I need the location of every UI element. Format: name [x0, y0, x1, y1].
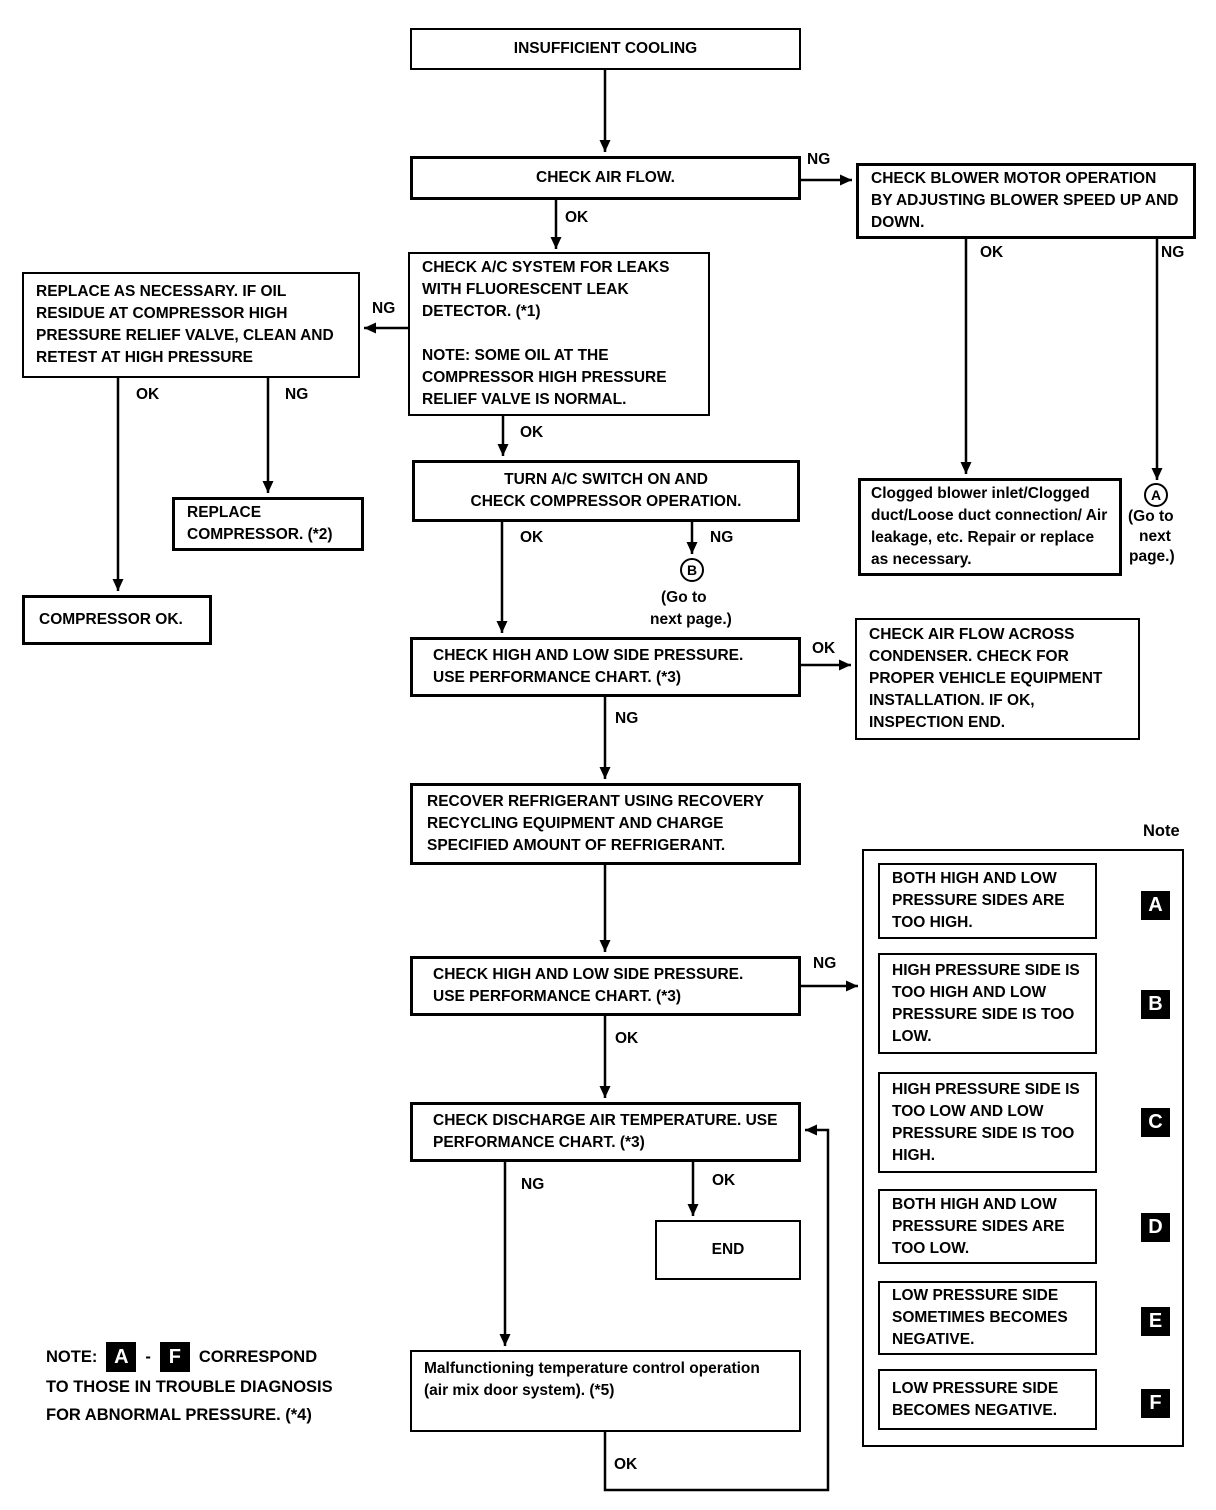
footnote-prefix: NOTE: — [46, 1348, 98, 1366]
ok-label-replace: OK — [136, 386, 160, 403]
check-leaks-note-text: NOTE: SOME OIL AT THE COMPRESSOR HIGH PR… — [422, 347, 667, 408]
ng-label-ac-switch: NG — [710, 529, 734, 546]
turn-ac-switch-box: TURN A/C SWITCH ON AND CHECK COMPRESSOR … — [412, 460, 800, 522]
ok-label-ac-switch: OK — [520, 529, 544, 546]
note-tag-d: D — [1141, 1213, 1170, 1242]
ok-label-discharge: OK — [712, 1172, 736, 1189]
footnote-line1: NOTE: A - F CORRESPOND — [46, 1341, 396, 1373]
offpage-b-goto-line2: next page.) — [650, 611, 732, 628]
note-tag-a: A — [1141, 891, 1170, 920]
offpage-a-goto-line2: next — [1139, 528, 1171, 545]
note-panel-title: Note — [1143, 822, 1180, 840]
malfunctioning-box: Malfunctioning temperature control opera… — [410, 1350, 801, 1432]
footnote-line3: FOR ABNORMAL PRESSURE. (*4) — [46, 1406, 312, 1424]
ng-label-leaks: NG — [372, 300, 396, 317]
note-tag-b: B — [1141, 990, 1170, 1019]
footnote-line1-rest: CORRESPOND — [198, 1348, 318, 1366]
check-pressure-1-box: CHECK HIGH AND LOW SIDE PRESSURE. USE PE… — [410, 637, 801, 697]
offpage-connector-b: B — [680, 558, 704, 582]
check-leaks-box: CHECK A/C SYSTEM FOR LEAKS WITH FLUORESC… — [408, 252, 710, 416]
check-blower-motor-box: CHECK BLOWER MOTOR OPERATION BY ADJUSTIN… — [856, 163, 1196, 239]
note-item-b-box: HIGH PRESSURE SIDE IS TOO HIGH AND LOW P… — [878, 953, 1097, 1054]
footnote-tag-f: F — [159, 1342, 190, 1372]
offpage-b-goto-line1: (Go to — [661, 589, 707, 606]
ok-label-pressure-1: OK — [812, 640, 836, 657]
ng-label-discharge: NG — [521, 1176, 545, 1193]
ng-label-pressure-1: NG — [615, 710, 639, 727]
ng-label-replace: NG — [285, 386, 309, 403]
ok-label-leaks: OK — [520, 424, 544, 441]
offpage-connector-a: A — [1144, 483, 1168, 507]
check-discharge-box: CHECK DISCHARGE AIR TEMPERATURE. USE PER… — [410, 1102, 801, 1162]
note-item-a-box: BOTH HIGH AND LOW PRESSURE SIDES ARE TOO… — [878, 863, 1097, 939]
replace-compressor-box: REPLACE COMPRESSOR. (*2) — [172, 497, 364, 551]
ok-label-malfunctioning: OK — [614, 1456, 638, 1473]
note-item-e-box: LOW PRESSURE SIDE SOMETIMES BECOMES NEGA… — [878, 1281, 1097, 1355]
note-tag-f: F — [1141, 1389, 1170, 1418]
ng-label-blower: NG — [1161, 244, 1185, 261]
end-box: END — [655, 1220, 801, 1280]
note-tag-e: E — [1141, 1307, 1170, 1336]
replace-as-necessary-box: REPLACE AS NECESSARY. IF OIL RESIDUE AT … — [22, 272, 360, 378]
footnote-tag-a: A — [106, 1342, 137, 1372]
recover-refrigerant-box: RECOVER REFRIGERANT USING RECOVERY RECYC… — [410, 783, 801, 865]
offpage-a-goto-line3: page.) — [1129, 548, 1175, 565]
compressor-ok-box: COMPRESSOR OK. — [22, 595, 212, 645]
clogged-blower-box: Clogged blower inlet/Clogged duct/Loose … — [858, 478, 1122, 576]
check-condenser-box: CHECK AIR FLOW ACROSS CONDENSER. CHECK F… — [855, 618, 1140, 740]
ng-label-pressure-2: NG — [813, 955, 837, 972]
ok-label-air-flow: OK — [565, 209, 589, 226]
ok-label-blower: OK — [980, 244, 1004, 261]
note-item-d-box: BOTH HIGH AND LOW PRESSURE SIDES ARE TOO… — [878, 1189, 1097, 1264]
check-air-flow-box: CHECK AIR FLOW. — [410, 156, 801, 200]
ng-label-air-flow: NG — [807, 151, 831, 168]
offpage-a-goto-line1: (Go to — [1128, 508, 1174, 525]
ok-label-pressure-2: OK — [615, 1030, 639, 1047]
footnote-line2: TO THOSE IN TROUBLE DIAGNOSIS — [46, 1378, 333, 1396]
turn-ac-switch-line1: TURN A/C SWITCH ON AND — [504, 471, 708, 488]
check-leaks-text: CHECK A/C SYSTEM FOR LEAKS WITH FLUORESC… — [422, 259, 670, 320]
footnote: NOTE: A - F CORRESPOND TO THOSE IN TROUB… — [46, 1341, 396, 1429]
turn-ac-switch-line2: CHECK COMPRESSOR OPERATION. — [470, 493, 742, 510]
check-pressure-2-box: CHECK HIGH AND LOW SIDE PRESSURE. USE PE… — [410, 956, 801, 1016]
note-item-f-box: LOW PRESSURE SIDE BECOMES NEGATIVE. — [878, 1369, 1097, 1430]
note-tag-c: C — [1141, 1108, 1170, 1137]
insufficient-cooling-box: INSUFFICIENT COOLING — [410, 28, 801, 70]
note-item-c-box: HIGH PRESSURE SIDE IS TOO LOW AND LOW PR… — [878, 1072, 1097, 1173]
footnote-separator: - — [145, 1348, 151, 1366]
